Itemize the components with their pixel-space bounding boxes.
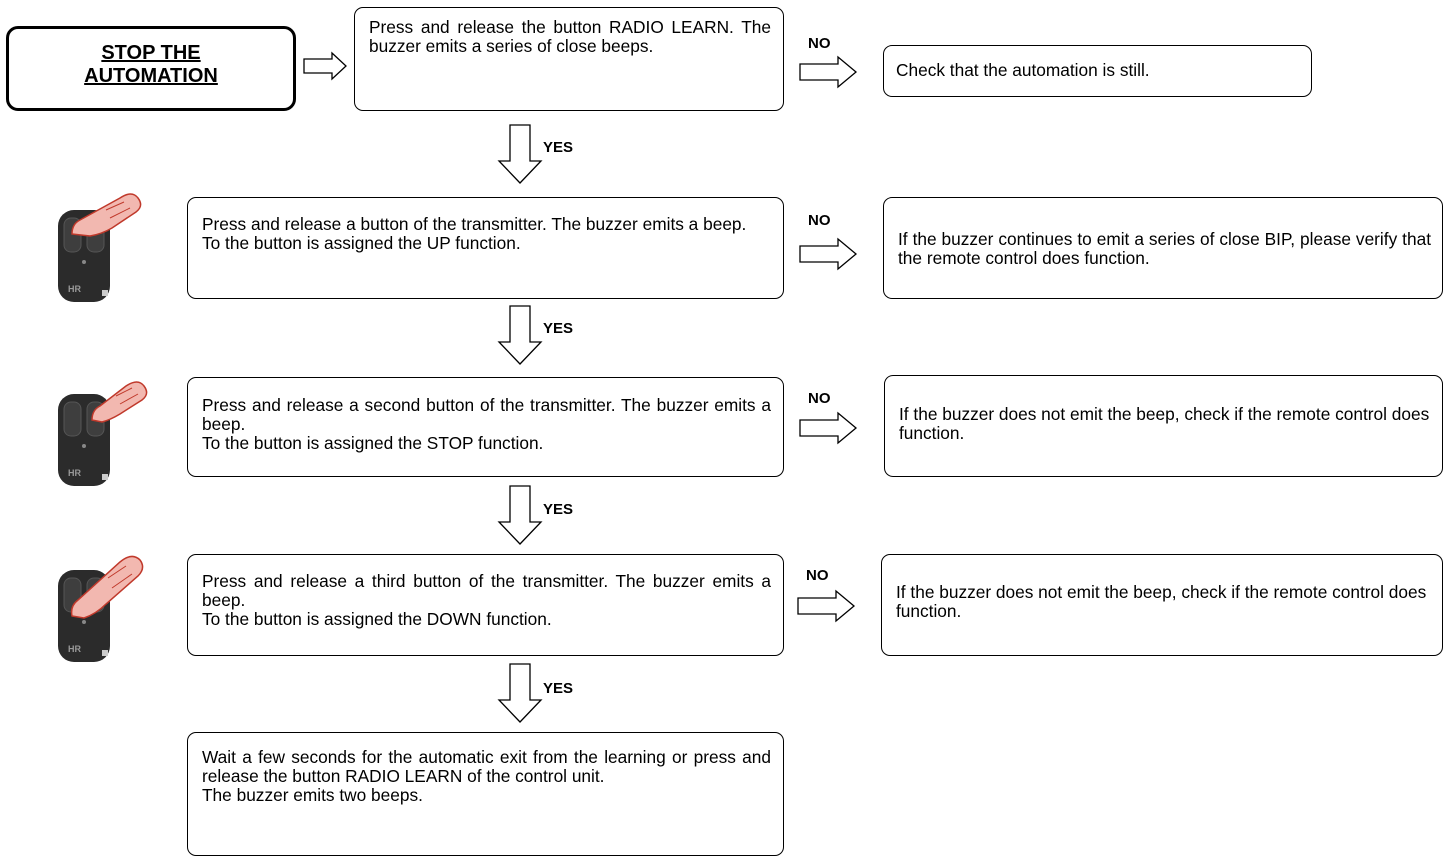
remote-mark-1: HR — [68, 284, 81, 294]
remote-mark-2: HR — [68, 468, 81, 478]
no-2-text: If the buzzer continues to emit a series… — [898, 229, 1431, 268]
step-box-2: Press and release a button of the transm… — [187, 197, 784, 299]
step-box-4: Press and release a third button of the … — [187, 554, 784, 656]
step-5-text-b: The buzzer emits two beeps. — [202, 785, 423, 805]
step-3-text-b: To the button is assigned the STOP funct… — [202, 433, 544, 453]
down-arrow-2 — [497, 305, 543, 365]
no-3-text: If the buzzer does not emit the beep, ch… — [899, 404, 1430, 443]
no-label-3: NO — [808, 390, 831, 407]
no-label-4: NO — [806, 567, 829, 584]
remote-mark-3: HR — [68, 644, 81, 654]
right-arrow-start — [303, 51, 347, 81]
no-box-3: If the buzzer does not emit the beep, ch… — [884, 375, 1443, 477]
step-5-text-a: Wait a few seconds for the automatic exi… — [202, 747, 771, 786]
step-4-text-a: Press and release a third button of the … — [202, 571, 771, 610]
start-box: STOP THE AUTOMATION — [6, 26, 296, 111]
no-label-2: NO — [808, 212, 831, 229]
right-arrow-no-3 — [799, 411, 858, 445]
yes-label-2: YES — [543, 320, 574, 337]
step-1-text: Press and release the button RADIO LEARN… — [369, 17, 771, 56]
down-arrow-4 — [497, 663, 543, 723]
step-2-text-b: To the button is assigned the UP functio… — [202, 233, 521, 253]
no-1-text: Check that the automation is still. — [896, 60, 1150, 80]
start-title-line2: AUTOMATION — [84, 65, 218, 87]
down-arrow-3 — [497, 485, 543, 545]
no-box-4: If the buzzer does not emit the beep, ch… — [881, 554, 1443, 656]
right-arrow-no-4 — [797, 589, 856, 623]
right-arrow-no-1 — [799, 55, 858, 89]
yes-label-4: YES — [543, 680, 574, 697]
yes-label-1: YES — [543, 139, 574, 156]
step-2-text-a: Press and release a button of the transm… — [202, 214, 747, 234]
down-arrow-1 — [497, 124, 543, 184]
no-box-2: If the buzzer continues to emit a series… — [883, 197, 1443, 299]
remote-control-icon-3: HR — [58, 555, 144, 662]
step-box-3: Press and release a second button of the… — [187, 377, 784, 477]
yes-label-3: YES — [543, 501, 574, 518]
step-4-text-b: To the button is assigned the DOWN funct… — [202, 609, 552, 629]
no-box-1: Check that the automation is still. — [883, 45, 1312, 97]
right-arrow-no-2 — [799, 237, 858, 271]
step-3-text-a: Press and release a second button of the… — [202, 395, 771, 434]
step-box-1: Press and release the button RADIO LEARN… — [354, 7, 784, 111]
remote-control-icon-1: HR — [58, 193, 142, 302]
no-4-text: If the buzzer does not emit the beep, ch… — [896, 582, 1427, 621]
step-box-5: Wait a few seconds for the automatic exi… — [187, 732, 784, 856]
no-label-1: NO — [808, 35, 831, 52]
start-title-line1: STOP THE — [101, 42, 201, 64]
remote-control-icon-2: HR — [58, 381, 148, 486]
